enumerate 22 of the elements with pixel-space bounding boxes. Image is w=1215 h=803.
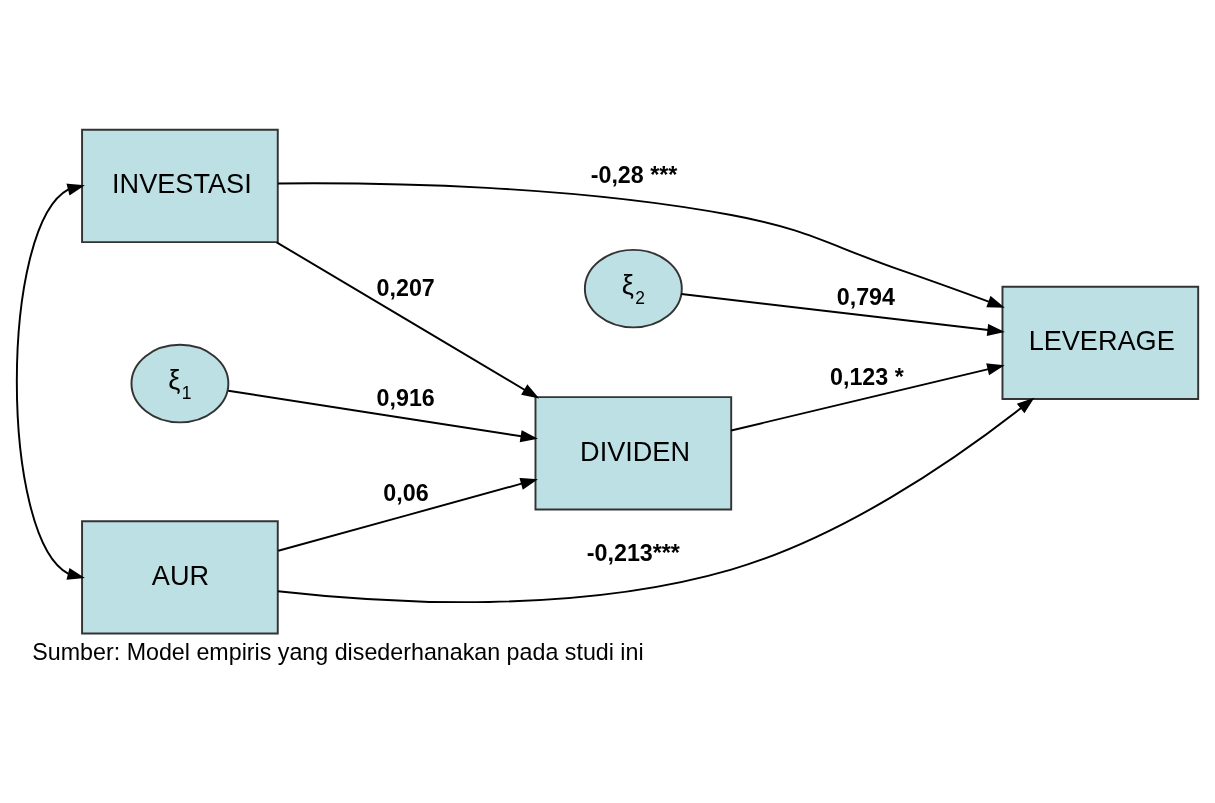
arrow	[680, 292, 1005, 336]
arrow	[277, 181, 1005, 308]
edge-label: -0,213***	[586, 539, 680, 566]
arrow	[277, 477, 538, 552]
edge-label: 0,207	[376, 274, 435, 301]
arrow	[730, 362, 1005, 431]
edge-label: 0,06	[383, 479, 429, 506]
edge-label: 0,916	[376, 384, 435, 411]
node-box: AUR	[81, 519, 279, 635]
node-ellipse: ξ$_{1}$	[130, 343, 230, 423]
node-ellipse: ξ$_{2}$	[583, 248, 683, 328]
arrow	[276, 397, 1035, 603]
arrow	[15, 183, 85, 580]
node-box: INVESTASI	[81, 128, 279, 243]
arrow	[275, 240, 540, 399]
edge-label: 0,794	[836, 283, 895, 310]
arrow	[227, 389, 538, 442]
node-box: LEVERAGE	[1001, 285, 1200, 400]
node-box: DIVIDEN	[534, 395, 733, 510]
caption: Sumber: Model empiris yang disederhanakan pada studi ini	[32, 638, 644, 665]
edge-label: -0,28 ***	[590, 161, 678, 188]
edge-label: 0,123 *	[830, 363, 904, 390]
